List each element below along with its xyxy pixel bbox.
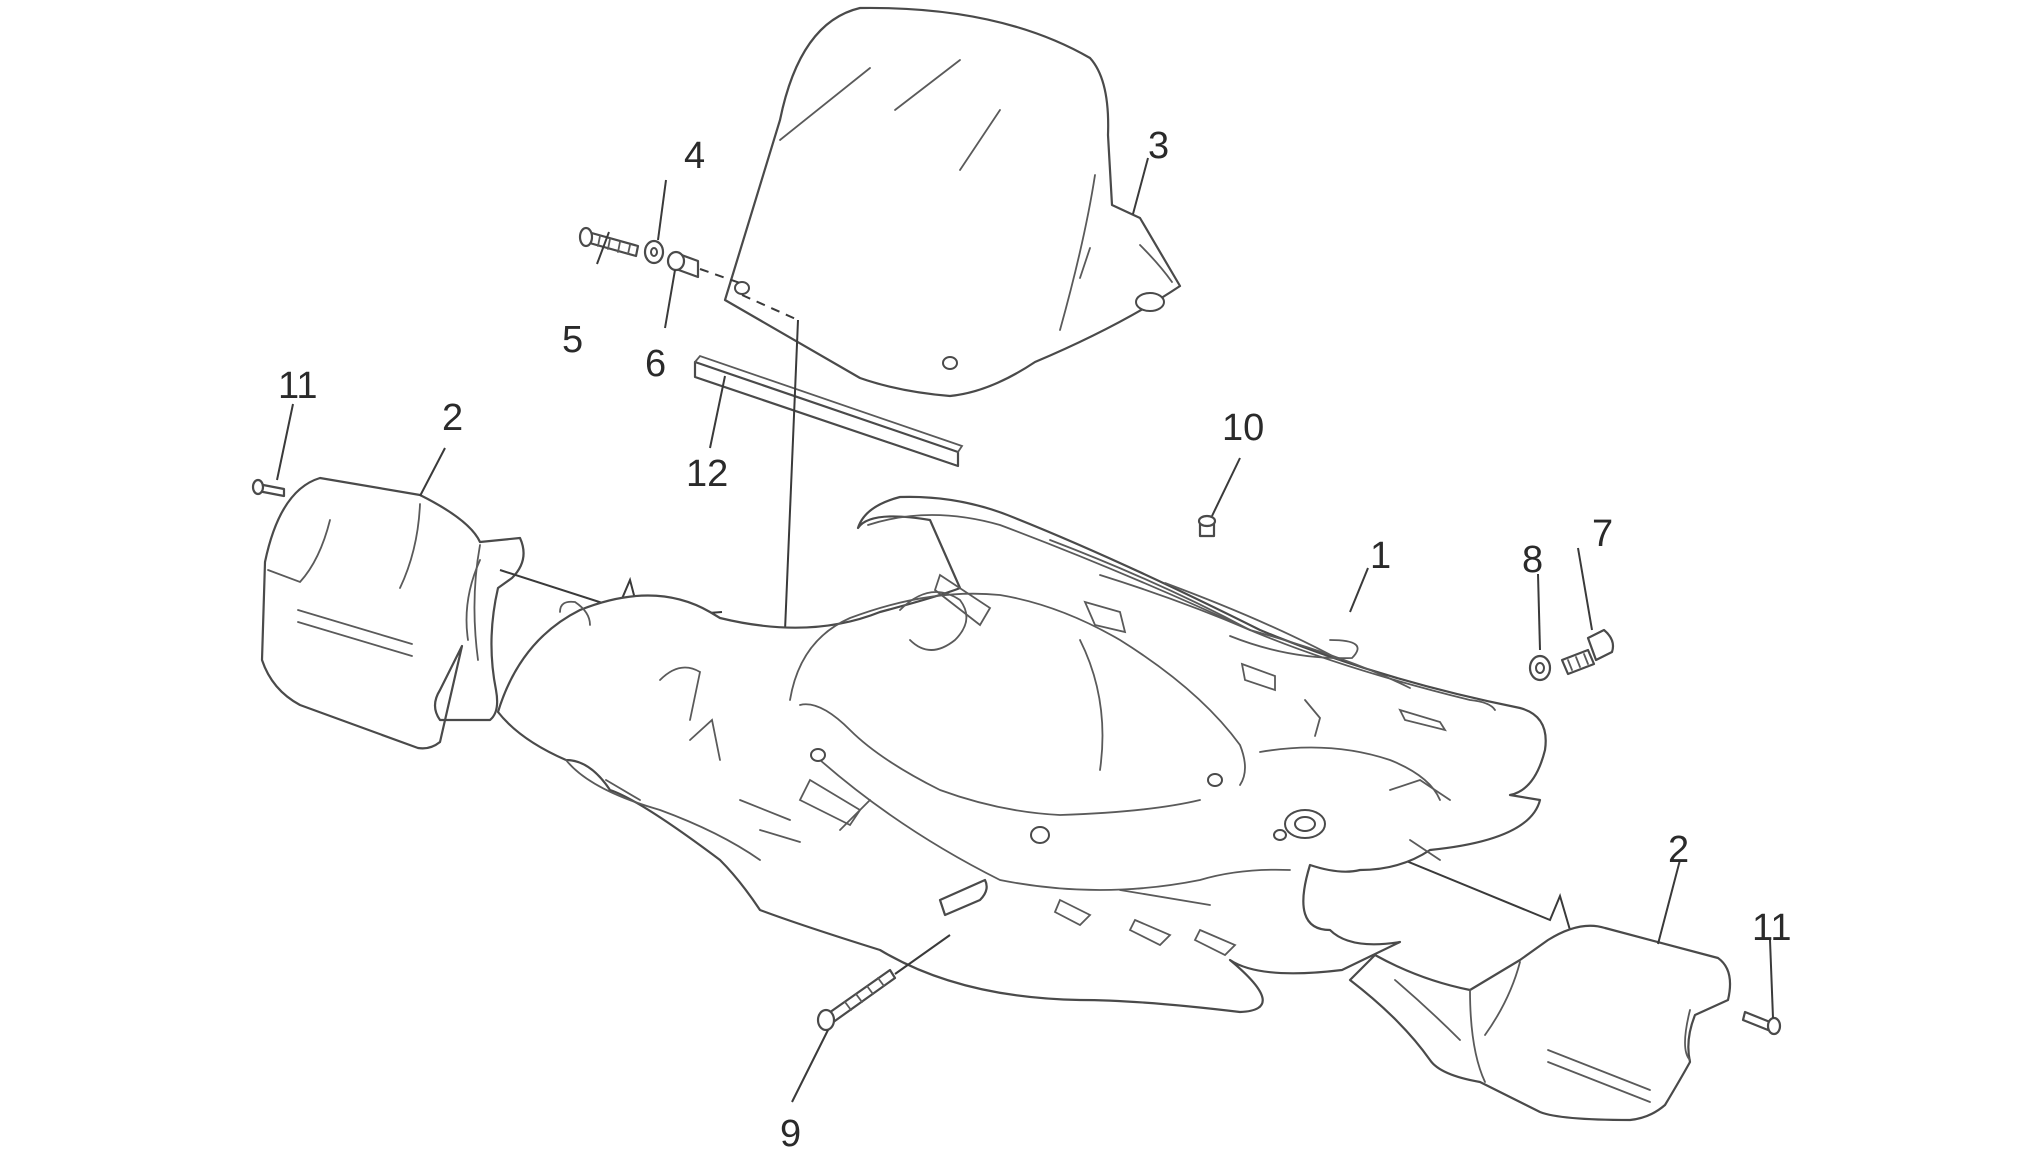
screw-10-part (1197, 514, 1217, 538)
screw-washer-spacer-group (578, 226, 741, 284)
callout-1: 1 (1370, 535, 1391, 577)
callout-7: 7 (1592, 513, 1613, 555)
small-screw-left-part (251, 478, 286, 498)
callout-labels: 1 2 2 3 4 5 6 7 8 9 10 11 11 12 (278, 125, 1791, 1150)
handlebar-cover-front-part (496, 495, 1547, 1014)
callout-2-right: 2 (1668, 829, 1689, 871)
long-screw-part (816, 878, 988, 1032)
callout-11-left: 11 (278, 365, 317, 407)
screw-7-part (1560, 628, 1615, 676)
seal-strip-part (693, 354, 964, 468)
callout-2-left: 2 (442, 397, 463, 439)
callout-11-right: 11 (1752, 907, 1791, 949)
callout-6: 6 (645, 343, 666, 385)
callout-4: 4 (684, 135, 705, 177)
callout-5: 5 (562, 319, 583, 361)
handlebar-end-cover-left-part (260, 476, 525, 750)
callout-12: 12 (686, 453, 728, 495)
handlebar-end-cover-right-part (1348, 924, 1732, 1122)
washer-8-part (1528, 654, 1552, 682)
callout-9: 9 (780, 1113, 801, 1150)
callout-3: 3 (1148, 125, 1169, 167)
callout-8: 8 (1522, 539, 1543, 581)
callout-10: 10 (1222, 407, 1264, 449)
windscreen-part (723, 6, 1182, 398)
leader-lines (276, 157, 1774, 1103)
small-screw-right-part (1741, 1010, 1782, 1036)
